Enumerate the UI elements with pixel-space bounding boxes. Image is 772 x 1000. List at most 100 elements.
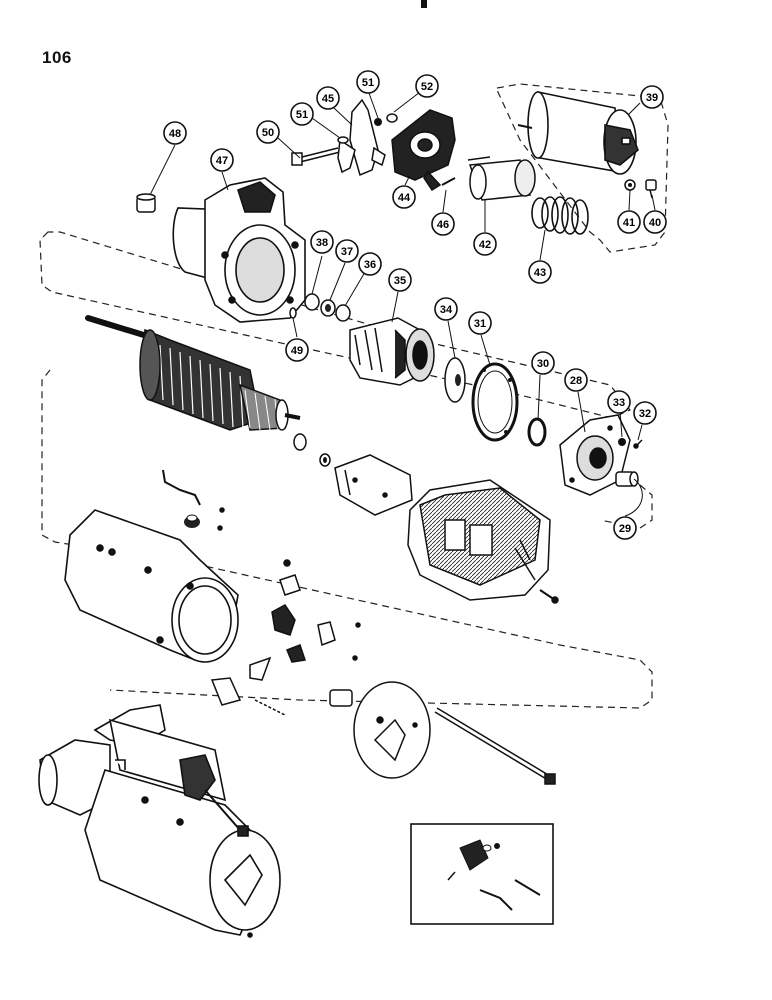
callout-label-48: 48: [169, 128, 181, 140]
washer-51: [337, 136, 349, 144]
screw-40: [645, 179, 657, 199]
callout-label-34: 34: [440, 304, 453, 316]
assembled-starter: [38, 704, 281, 938]
washer-38: [304, 293, 320, 311]
gasket-31: [471, 362, 519, 442]
thrust-washer: [293, 433, 307, 451]
callout-circle-52: [415, 74, 439, 98]
small-screws: [217, 507, 361, 661]
callout-circle-48: [163, 121, 187, 145]
callout-label-35: 35: [394, 275, 406, 287]
callout-circle-34: [434, 297, 458, 321]
callout-circle-35: [388, 268, 412, 292]
terminal-strap: [162, 469, 201, 506]
armature-washer: [319, 453, 331, 467]
nut-51-52: [374, 113, 398, 126]
washer-41: [624, 179, 636, 191]
callout-circle-37: [335, 239, 359, 263]
callout-circle-29: [613, 516, 637, 540]
commutator-end-frame: [353, 681, 431, 779]
callout-label-43: 43: [534, 267, 546, 279]
drive-housing-47: [172, 177, 306, 323]
screw-32: [633, 439, 643, 449]
callout-label-42: 42: [479, 239, 491, 251]
solenoid-group-outline: [496, 83, 669, 253]
callout-circle-40: [643, 210, 667, 234]
callout-label-39: 39: [646, 92, 658, 104]
callout-label-49: 49: [291, 345, 303, 357]
callout-label-30: 30: [537, 358, 549, 370]
callout-circle-28: [564, 368, 588, 392]
callout-circle-39: [640, 85, 664, 109]
brush-holder: [334, 454, 413, 516]
pin-46: [441, 177, 456, 186]
plug-49: [289, 307, 297, 319]
callout-label-41: 41: [623, 217, 635, 229]
callout-circle-46: [431, 212, 455, 236]
retainer-36: [335, 304, 351, 322]
callout-label-45: 45: [322, 93, 334, 105]
through-bolt: [434, 707, 556, 785]
washer-34: [444, 357, 466, 403]
plunger-plate-44: [391, 109, 456, 192]
end-plate-28: [559, 414, 631, 496]
solenoid-39: [517, 91, 639, 175]
callout-label-29: 29: [619, 523, 631, 535]
field-frame-group-outline: [41, 369, 653, 709]
callout-circle-51: [290, 102, 314, 126]
insulator-grommet: [184, 514, 200, 528]
top-edge-mark: [421, 0, 427, 8]
pivot-bolt-50: [291, 147, 341, 166]
field-coils: [407, 479, 559, 604]
callout-label-40: 40: [649, 217, 661, 229]
callout-label-47: 47: [216, 155, 228, 167]
callout-circle-43: [528, 260, 552, 284]
leader-lines: [149, 91, 656, 517]
callout-label-31: 31: [474, 318, 486, 330]
end-frame-bushing: [329, 689, 353, 707]
callout-circle-31: [468, 311, 492, 335]
callout-group: 48 47 50 51 45 51 52 44 46 42 43 39 41 40 38 37 36 35 34 31…: [163, 70, 667, 540]
callout-label-38: 38: [316, 237, 328, 249]
callout-label-52: 52: [421, 81, 433, 93]
callout-circle-49: [285, 338, 309, 362]
shift-lever-45: [337, 98, 386, 177]
plunger-42: [467, 156, 536, 201]
callout-label-46: 46: [437, 219, 449, 231]
callout-label-51: 51: [362, 77, 374, 89]
callout-circle-42: [473, 232, 497, 256]
drive-assembly-35: [349, 317, 435, 386]
callout-label-50: 50: [262, 127, 274, 139]
armature-group-outline: [39, 231, 631, 419]
seal-30: [527, 417, 547, 447]
callout-circle-33: [607, 390, 631, 414]
callout-circle-50: [256, 120, 280, 144]
callout-label-32: 32: [639, 408, 651, 420]
return-spring-43: [531, 196, 589, 235]
bushing-48: [136, 193, 156, 213]
brush-plate: [210, 574, 336, 716]
callout-circle-47: [210, 148, 234, 172]
callout-circle-30: [531, 351, 555, 375]
page-number: 106: [42, 48, 72, 67]
callout-circle-44: [392, 185, 416, 209]
field-frame: [64, 509, 239, 663]
washer-33: [618, 438, 626, 446]
washer-37: [320, 299, 336, 317]
callout-label-36: 36: [364, 259, 376, 271]
inset-box: [410, 823, 554, 925]
callout-label-44: 44: [398, 192, 411, 204]
callout-circle-38: [310, 230, 334, 254]
callout-circle-51: [356, 70, 380, 94]
armature: [85, 315, 301, 431]
callout-circle-36: [358, 252, 382, 276]
callout-label-51: 51: [296, 109, 308, 121]
callout-label-33: 33: [613, 397, 625, 409]
bushing-29: [615, 471, 639, 487]
callout-label-37: 37: [341, 246, 353, 258]
callout-label-28: 28: [570, 375, 582, 387]
callout-circle-45: [316, 86, 340, 110]
callout-circle-41: [617, 210, 641, 234]
